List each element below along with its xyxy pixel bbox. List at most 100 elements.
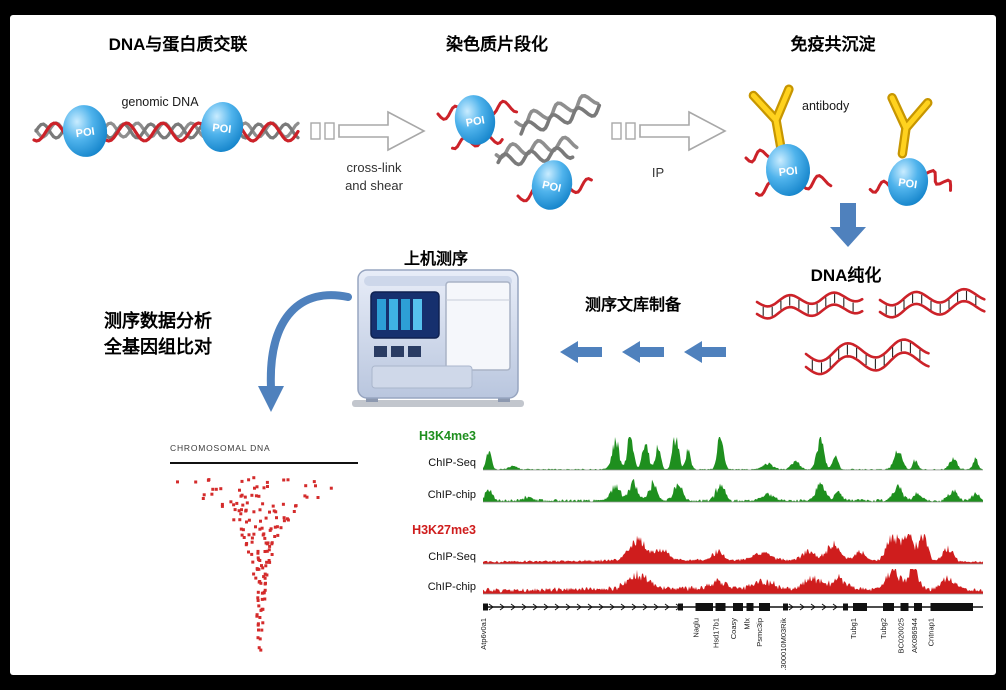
poi-protein: POI: [531, 160, 573, 210]
poi-protein: POI: [887, 158, 929, 206]
signal-track-H3K27me3-ChIP-chip: [483, 569, 983, 594]
read-dot: [245, 501, 249, 505]
gene-label: BC020025: [897, 618, 906, 653]
read-dot: [273, 525, 277, 529]
gene-direction-chevron: [810, 603, 816, 611]
track-name-label: ChIP-Seq: [428, 551, 476, 563]
read-dot: [256, 599, 260, 602]
poi-label: POI: [212, 122, 232, 136]
dna-fragment-strand: [804, 351, 930, 376]
read-dot: [314, 484, 317, 488]
read-dot: [220, 504, 224, 508]
down-arrow: [830, 203, 866, 247]
gene-direction-chevron: [631, 603, 637, 611]
read-dot: [276, 533, 280, 537]
read-dot: [240, 479, 244, 483]
read-dot: [273, 535, 277, 538]
read-dot: [244, 543, 248, 547]
gene-label: Tubg2: [879, 618, 888, 639]
read-dot: [256, 556, 260, 560]
read-dot: [250, 493, 254, 497]
read-dot: [260, 564, 263, 568]
poi-label: POI: [778, 165, 798, 179]
read-dot: [255, 613, 259, 617]
read-dot: [294, 504, 297, 508]
read-dot: [282, 519, 286, 523]
read-dot: [244, 509, 248, 513]
chromosomal-dna-title: CHROMOSOMAL DNA: [170, 443, 270, 453]
read-dot: [268, 560, 272, 564]
gene-direction-chevron: [799, 603, 805, 611]
gene-box: [695, 603, 713, 611]
read-dot: [239, 527, 243, 531]
read-dot: [259, 648, 263, 652]
read-dot: [258, 508, 262, 512]
mark-label-h3k4me3: H3K4me3: [419, 429, 476, 443]
gene-direction-chevron: [598, 603, 604, 611]
read-dot: [247, 550, 250, 554]
read-dot: [256, 590, 260, 594]
signal-track-H3K4me3-ChIP-Seq: [483, 437, 983, 470]
read-dot: [252, 476, 256, 480]
read-dot: [270, 542, 274, 546]
read-dot: [176, 480, 179, 484]
read-dot: [238, 518, 242, 522]
read-dot: [260, 628, 264, 632]
read-dot: [305, 495, 309, 499]
gene-direction-chevron: [587, 603, 593, 611]
read-dot: [275, 516, 278, 520]
read-dot: [256, 549, 260, 553]
poi-label: POI: [75, 126, 95, 141]
read-dot: [292, 510, 296, 513]
read-dot: [256, 551, 260, 555]
gene-label: Naglu: [692, 618, 701, 638]
read-dot: [252, 510, 256, 514]
poi-protein: POI: [200, 102, 244, 152]
dna-strand: [494, 135, 579, 160]
left-arrows: [560, 341, 726, 363]
poi-label: POI: [898, 177, 918, 192]
step-title-ip: 免疫共沉淀: [790, 35, 876, 54]
read-dot: [220, 502, 224, 506]
read-dot: [259, 581, 263, 585]
gene-direction-chevron: [543, 603, 549, 611]
step-title-fragmentation: 染色质片段化: [446, 35, 548, 54]
track-name-label: ChIP-Seq: [428, 457, 476, 469]
dna-fragment-strand: [878, 299, 986, 319]
read-dot: [250, 540, 254, 544]
gene-direction-chevron: [788, 603, 794, 611]
read-dot: [282, 478, 286, 482]
read-dot: [211, 487, 215, 491]
read-dot: [316, 496, 320, 499]
dna-fragment-layer: [755, 287, 986, 376]
read-dot: [202, 493, 206, 497]
gene-box: [853, 603, 867, 611]
dna-fragment-strand: [878, 287, 986, 307]
read-dot: [243, 495, 247, 499]
read-dot: [267, 548, 271, 552]
gene-direction-chevron: [565, 603, 571, 611]
read-dot: [241, 503, 245, 507]
read-dot: [239, 512, 243, 516]
curved-arrow: [266, 291, 352, 392]
read-dot: [261, 566, 265, 570]
read-dot: [262, 532, 266, 536]
genomic-dna-label: genomic DNA: [121, 95, 199, 109]
read-dot: [282, 516, 286, 520]
read-dot: [247, 533, 251, 537]
read-dot: [250, 552, 254, 556]
gene-label: Atp6v0a1: [479, 618, 488, 650]
read-dot: [264, 564, 268, 568]
gene-box: [746, 603, 754, 611]
read-dot: [235, 501, 239, 505]
read-dot: [247, 478, 251, 482]
read-dot: [268, 510, 271, 514]
chipseq-tracks-panel: ChIP-SeqChIP-chipChIP-SeqChIP-chipH3K4me…: [412, 429, 983, 670]
read-dot: [253, 486, 256, 490]
read-dot: [237, 509, 241, 513]
sequencer-machine: [352, 269, 524, 407]
read-dot: [258, 527, 262, 531]
gene-box: [900, 603, 909, 611]
read-dot: [304, 484, 308, 488]
